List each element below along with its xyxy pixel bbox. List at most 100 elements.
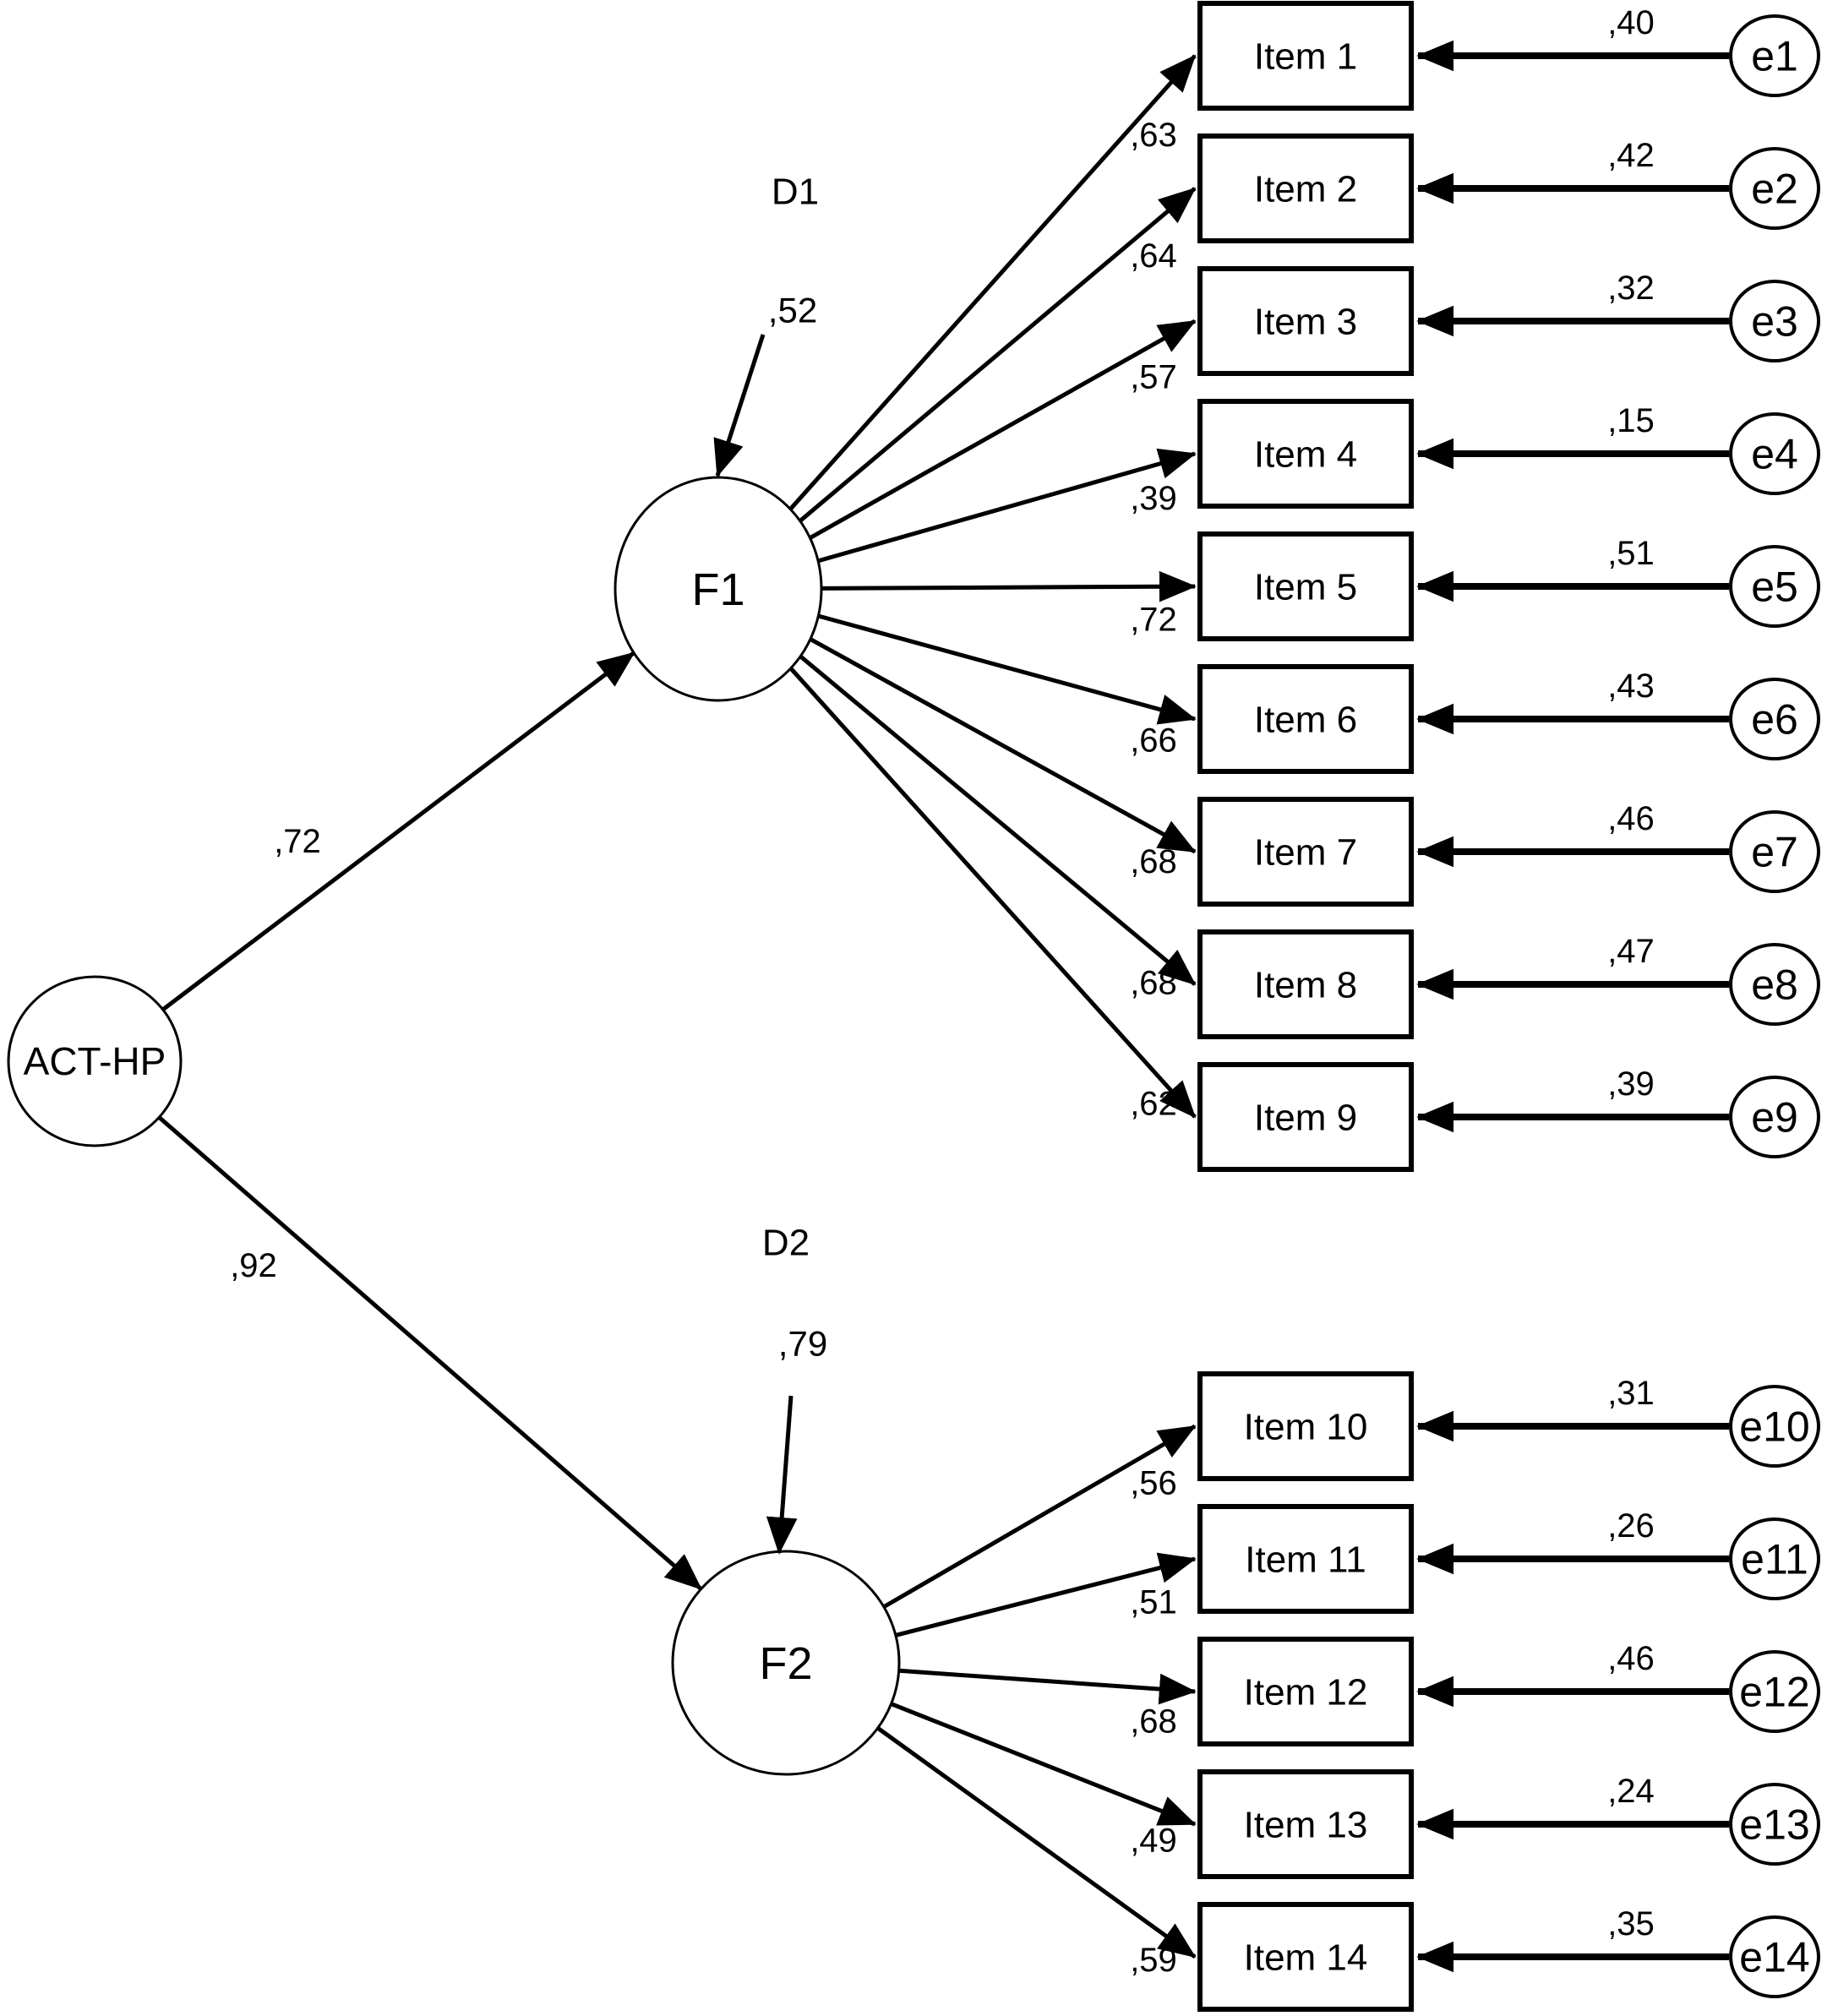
loading-arrow	[882, 1424, 1197, 1609]
loading-arrow	[895, 1552, 1197, 1637]
error-label: e11	[1741, 1536, 1808, 1583]
act-hp-node	[7, 975, 183, 1147]
error-label: e3	[1751, 298, 1798, 346]
loading-value-label: ,57	[1130, 359, 1177, 396]
loading-arrow	[799, 187, 1197, 523]
error-value-label: ,32	[1607, 270, 1655, 307]
loading-value-label: ,68	[1130, 964, 1177, 1001]
loading-value-label: ,62	[1130, 1086, 1177, 1123]
loading-value-label: ,56	[1130, 1464, 1177, 1501]
disturbance-label: D1	[772, 171, 819, 212]
loading-arrow	[809, 319, 1197, 540]
error-label: e13	[1739, 1801, 1809, 1849]
error-node	[1729, 1915, 1820, 1998]
item-box	[1197, 1, 1414, 111]
error-value-label: ,40	[1607, 4, 1655, 41]
item-label: Item 10	[1244, 1406, 1368, 1447]
path-root-to-f1	[161, 651, 635, 1011]
item-box	[1197, 1504, 1414, 1614]
path-coefficient-label: ,92	[230, 1247, 277, 1284]
error-node	[1729, 412, 1820, 495]
loading-value-label: ,72	[1130, 601, 1177, 638]
loading-value-label: ,39	[1130, 480, 1177, 517]
item-label: Item 12	[1244, 1671, 1368, 1713]
loading-arrow	[876, 1726, 1197, 1959]
item-label: Item 13	[1244, 1804, 1368, 1845]
factor-label: F2	[759, 1638, 812, 1689]
error-value-label: ,15	[1607, 402, 1655, 439]
item-label: Item 2	[1254, 168, 1357, 210]
loading-arrow	[788, 54, 1197, 511]
error-node	[1729, 147, 1820, 230]
item-box	[1197, 929, 1414, 1039]
item-label: Item 1	[1254, 35, 1357, 77]
disturbance-value-label: ,52	[768, 291, 817, 330]
item-box	[1197, 1769, 1414, 1879]
item-box	[1197, 531, 1414, 641]
loading-arrow	[799, 654, 1197, 986]
error-node	[1729, 1385, 1820, 1468]
error-node	[1729, 1650, 1820, 1733]
error-value-label: ,42	[1607, 137, 1655, 174]
loading-arrow	[821, 570, 1197, 602]
error-value-label: ,43	[1607, 667, 1655, 705]
item-box	[1197, 133, 1414, 243]
loading-arrow	[817, 448, 1197, 564]
error-value-label: ,51	[1607, 535, 1655, 572]
loading-arrow	[817, 613, 1197, 725]
loading-value-label: ,68	[1130, 1703, 1177, 1741]
error-node	[1729, 1076, 1820, 1158]
item-box	[1197, 399, 1414, 509]
error-node	[1729, 1517, 1820, 1600]
error-label: e7	[1751, 829, 1798, 876]
error-value-label: ,47	[1607, 933, 1655, 970]
factor-f1-node	[614, 476, 823, 702]
loading-value-label: ,64	[1130, 237, 1177, 275]
error-node	[1729, 810, 1820, 893]
loading-value-label: ,63	[1130, 117, 1177, 154]
item-label: Item 6	[1254, 699, 1357, 740]
item-label: Item 3	[1254, 301, 1357, 342]
item-box	[1197, 797, 1414, 907]
loading-value-label: ,66	[1130, 722, 1177, 760]
error-value-label: ,26	[1607, 1507, 1655, 1545]
loading-arrow	[809, 637, 1197, 854]
item-label: Item 14	[1244, 1937, 1368, 1978]
loading-arrow	[898, 1668, 1197, 1705]
item-label: Item 9	[1254, 1097, 1357, 1138]
item-box	[1197, 266, 1414, 376]
loading-value-label: ,68	[1130, 843, 1177, 880]
disturbance-arrow	[713, 334, 766, 477]
item-label: Item 5	[1254, 566, 1357, 608]
loading-arrow	[788, 667, 1197, 1119]
error-label: e8	[1751, 962, 1798, 1009]
error-label: e2	[1751, 166, 1798, 213]
factor-label: F1	[691, 564, 744, 615]
error-node	[1729, 1783, 1820, 1866]
act-hp-label: ACT-HP	[24, 1039, 166, 1083]
path-coefficient-label: ,72	[274, 823, 321, 860]
error-node	[1729, 280, 1820, 362]
disturbance-value-label: ,79	[778, 1324, 827, 1364]
error-label: e9	[1751, 1094, 1798, 1141]
error-node	[1729, 14, 1820, 97]
item-label: Item 11	[1245, 1539, 1366, 1580]
error-label: e5	[1751, 564, 1798, 611]
item-box	[1197, 1062, 1414, 1172]
loading-arrow	[890, 1702, 1197, 1827]
error-node	[1729, 678, 1820, 760]
loading-value-label: ,59	[1130, 1942, 1177, 1979]
error-label: e6	[1751, 696, 1798, 744]
item-box	[1197, 664, 1414, 774]
error-label: e4	[1751, 431, 1798, 478]
disturbance-arrow	[766, 1395, 798, 1555]
error-value-label: ,46	[1607, 800, 1655, 837]
loading-value-label: ,51	[1130, 1583, 1177, 1621]
disturbance-label: D2	[762, 1222, 810, 1263]
item-box	[1197, 1371, 1414, 1481]
path-root-to-f2	[157, 1115, 703, 1591]
error-label: e14	[1739, 1934, 1809, 1981]
